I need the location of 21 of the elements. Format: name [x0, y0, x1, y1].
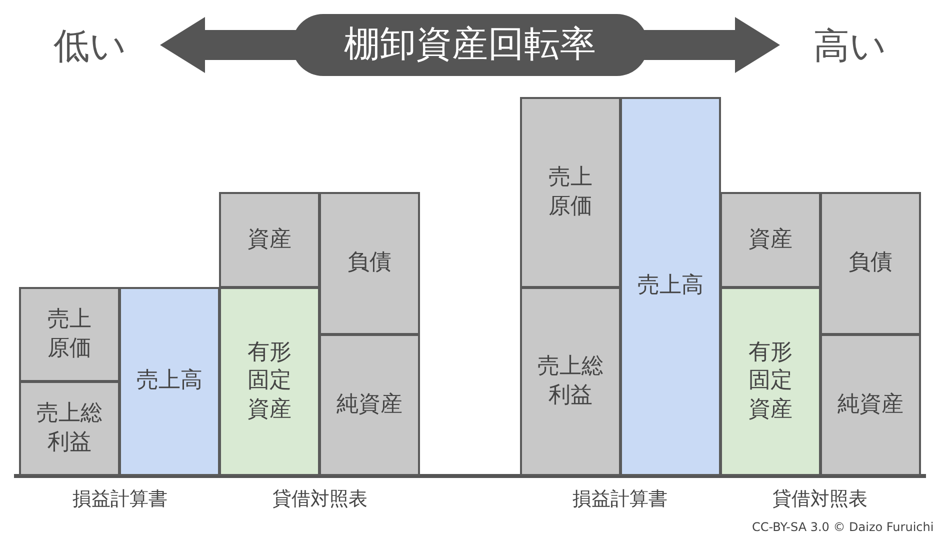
account-box: 売上高 [620, 97, 721, 476]
account-box: 負債 [319, 192, 420, 335]
account-box: 売上原価 [520, 97, 621, 288]
account-box: 売上総利益 [19, 381, 120, 476]
statement-label: 損益計算書 [572, 487, 668, 512]
account-box: 売上原価 [19, 287, 120, 382]
statement-label: 貸借対照表 [272, 487, 368, 512]
account-box: 売上高 [119, 287, 220, 476]
account-box: 純資産 [820, 334, 921, 476]
account-box: 資産 [720, 192, 821, 288]
account-box: 有形固定資産 [720, 287, 821, 476]
account-box: 純資産 [319, 334, 420, 476]
statement-label: 損益計算書 [72, 487, 168, 512]
account-box: 資産 [219, 192, 320, 288]
scale-label: 高い [814, 25, 886, 69]
statement-label: 貸借対照表 [772, 487, 868, 512]
account-box: 売上総利益 [520, 287, 621, 476]
scale-label: 低い [54, 25, 126, 69]
account-box: 有形固定資産 [219, 287, 320, 476]
credit-text: CC-BY-SA 3.0 © Daizo Furuichi [752, 520, 934, 534]
account-box: 負債 [820, 192, 921, 335]
